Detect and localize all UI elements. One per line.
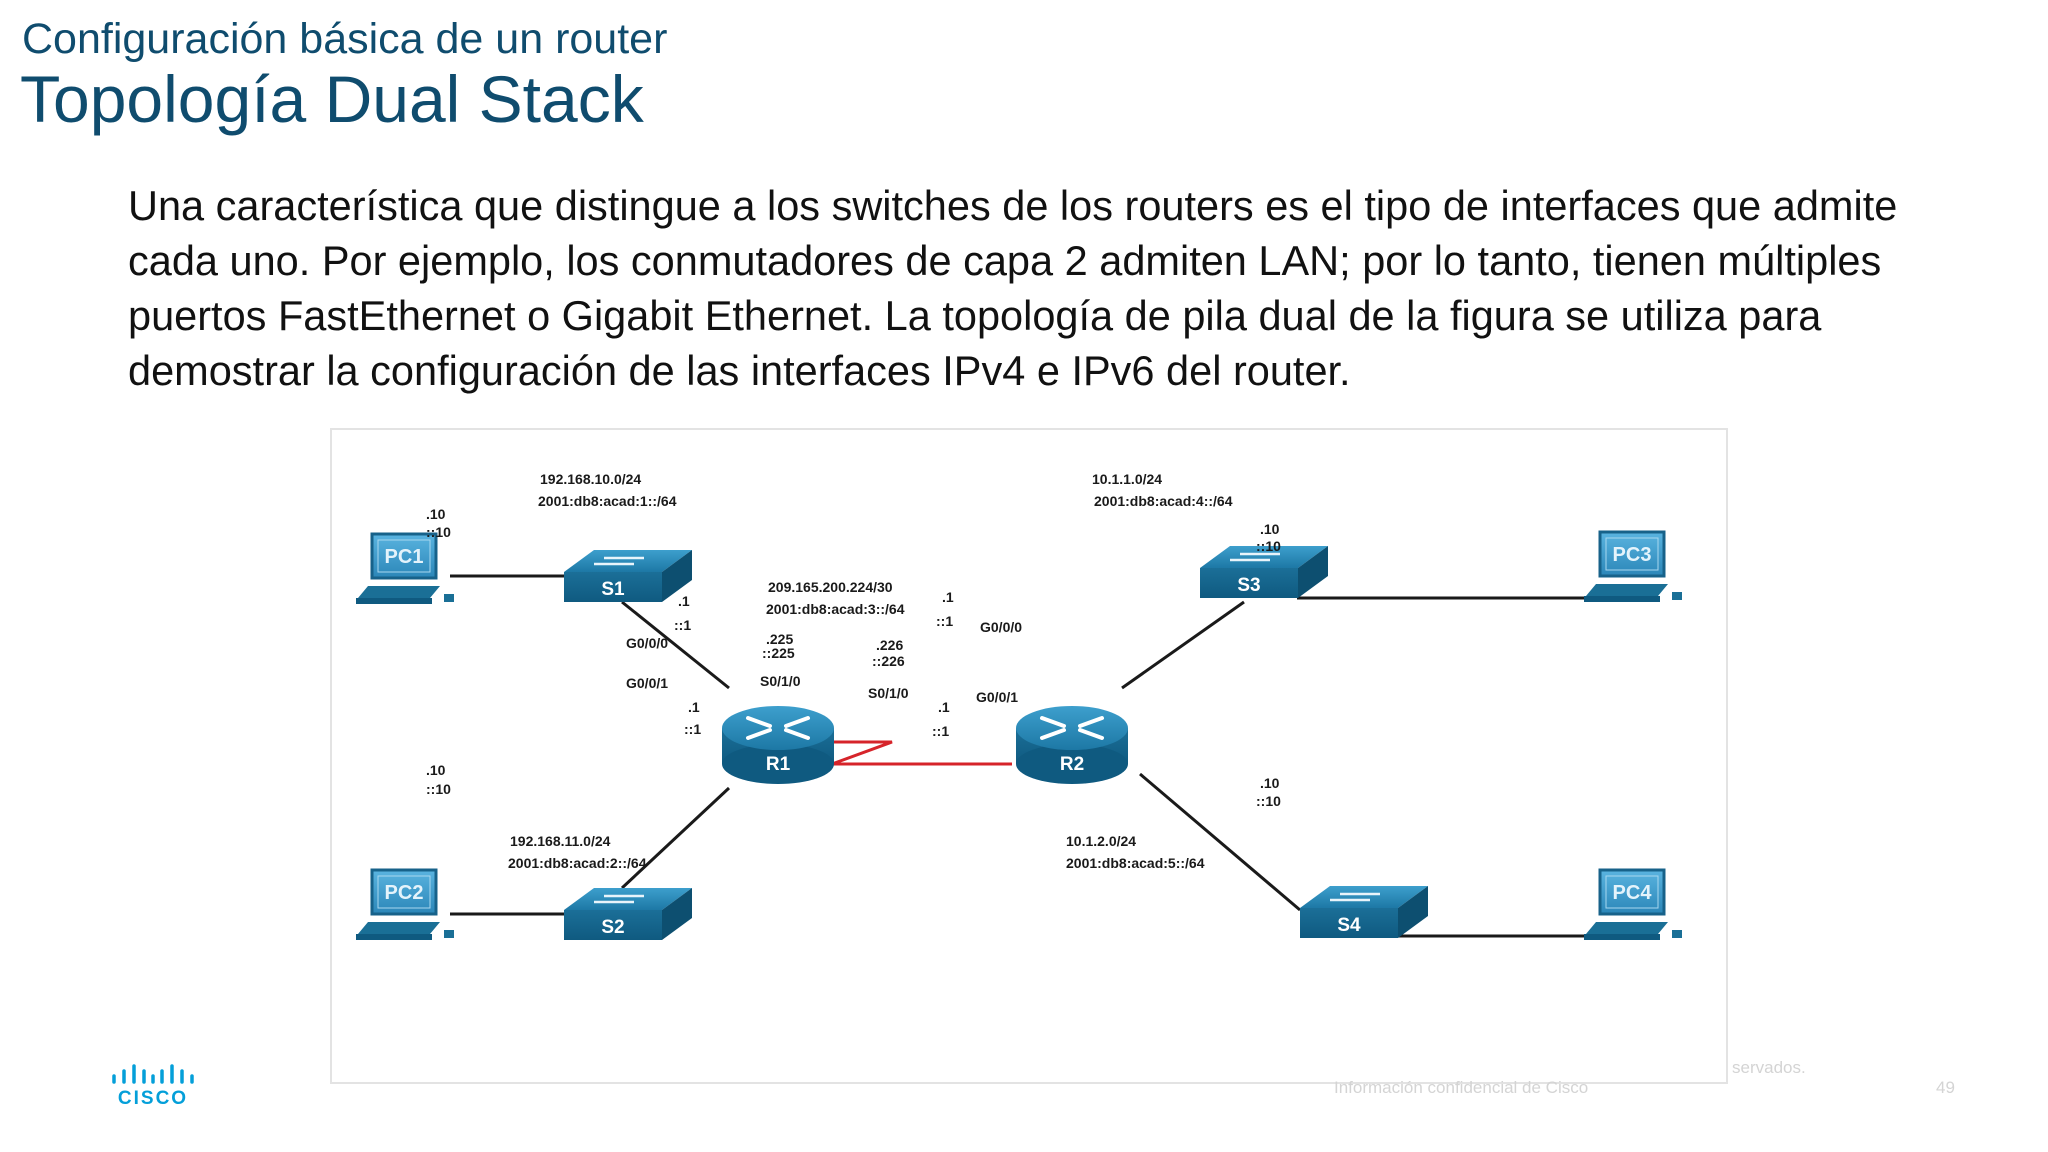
r1-g000-ipv4: .1 xyxy=(678,593,690,609)
pc2-ipv4-host: .10 xyxy=(426,762,446,778)
svg-text:S2: S2 xyxy=(601,917,624,938)
svg-text:R1: R1 xyxy=(766,754,791,775)
r2-g001-ipv4: .1 xyxy=(938,699,950,715)
pc3-icon[interactable]: PC3 xyxy=(1584,530,1682,602)
link-s1-r1 xyxy=(621,600,730,690)
svg-text:S1: S1 xyxy=(601,579,625,600)
page-number: 49 xyxy=(1936,1078,1955,1097)
svg-text:PC3: PC3 xyxy=(1613,544,1652,566)
lan3-ipv4-label: 10.1.1.0/24 xyxy=(1092,471,1162,487)
svg-text:R2: R2 xyxy=(1060,754,1084,775)
lan4-ipv6-label: 2001:db8:acad:5::/64 xyxy=(1066,855,1205,871)
cisco-bridge-icon: CISCO xyxy=(112,1064,194,1109)
router-r2-icon[interactable]: R2 xyxy=(1016,706,1128,784)
link-r2-s3 xyxy=(1121,600,1245,690)
pc1-icon[interactable]: PC1 xyxy=(356,532,454,604)
r2-g001-label: G0/0/1 xyxy=(976,689,1018,705)
pc4-ipv4-host: .10 xyxy=(1260,775,1280,791)
svg-text:S3: S3 xyxy=(1237,575,1260,596)
svg-text:PC2: PC2 xyxy=(385,882,424,904)
switch-s4-icon[interactable]: S4 xyxy=(1300,886,1428,938)
cisco-logo: CISCO xyxy=(110,1062,196,1111)
link-serial-r1-r2 xyxy=(782,740,1012,766)
pc2-ipv6-host: ::10 xyxy=(426,781,451,797)
topology-diagram: PC1 PC2 PC3 PC4 xyxy=(330,428,1728,1084)
pc1-ipv4-host: .10 xyxy=(426,506,446,522)
pc1-ipv6-host: ::10 xyxy=(426,524,451,540)
pc3-ipv6-host: ::10 xyxy=(1256,538,1281,554)
r2-g000-ipv6: ::1 xyxy=(936,613,953,629)
svg-text:PC1: PC1 xyxy=(385,546,424,568)
r1-s010-label: S0/1/0 xyxy=(760,673,801,689)
pc2-icon[interactable]: PC2 xyxy=(356,868,454,940)
r1-g001-label: G0/0/1 xyxy=(626,675,668,691)
switch-s1-icon[interactable]: S1 xyxy=(564,550,692,602)
lan1-ipv4-label: 192.168.10.0/24 xyxy=(540,471,641,487)
body-paragraph: Una característica que distingue a los s… xyxy=(128,182,1898,394)
router-r1-icon[interactable]: R1 xyxy=(722,706,834,784)
lan2-ipv4-label: 192.168.11.0/24 xyxy=(510,833,611,849)
copyright-fragment: servados. xyxy=(1732,1058,1806,1077)
r1-g000-label: G0/0/0 xyxy=(626,635,668,651)
pc3-ipv4-host: .10 xyxy=(1260,521,1280,537)
lan3-ipv6-label: 2001:db8:acad:4::/64 xyxy=(1094,493,1233,509)
link-r2-s4 xyxy=(1139,772,1301,912)
r2-g000-label: G0/0/0 xyxy=(980,619,1022,635)
lan4-ipv4-label: 10.1.2.0/24 xyxy=(1066,833,1136,849)
pc4-icon[interactable]: PC4 xyxy=(1584,868,1682,940)
r1-s010-ipv4: .225 xyxy=(766,631,793,647)
switch-s3-icon[interactable]: S3 xyxy=(1200,546,1328,598)
r1-g001-ipv6: ::1 xyxy=(684,721,701,737)
wan-ipv4-label: 209.165.200.224/30 xyxy=(768,579,893,595)
slide-title: Topología Dual Stack xyxy=(20,62,644,136)
lan1-ipv6-label: 2001:db8:acad:1::/64 xyxy=(538,493,677,509)
links xyxy=(450,574,1584,938)
switch-s2-icon[interactable]: S2 xyxy=(564,888,692,940)
pc4-ipv6-host: ::10 xyxy=(1256,793,1281,809)
r2-s010-label: S0/1/0 xyxy=(868,685,909,701)
r2-g000-ipv4: .1 xyxy=(942,589,954,605)
r2-s010-ipv4: .226 xyxy=(876,637,903,653)
r1-s010-ipv6: ::225 xyxy=(762,645,795,661)
slide-subtitle: Configuración básica de un router xyxy=(22,15,668,63)
r1-g001-ipv4: .1 xyxy=(688,699,700,715)
confidential-notice: Información confidencial de Cisco xyxy=(1334,1078,1589,1097)
wan-ipv6-label: 2001:db8:acad:3::/64 xyxy=(766,601,905,617)
svg-text:S4: S4 xyxy=(1337,915,1361,936)
r2-s010-ipv6: ::226 xyxy=(872,653,905,669)
r2-g001-ipv6: ::1 xyxy=(932,723,949,739)
link-s2-r1 xyxy=(620,786,731,890)
svg-text:PC4: PC4 xyxy=(1613,882,1653,904)
r1-g000-ipv6: ::1 xyxy=(674,617,691,633)
svg-text:CISCO: CISCO xyxy=(118,1088,188,1106)
lan2-ipv6-label: 2001:db8:acad:2::/64 xyxy=(508,855,647,871)
